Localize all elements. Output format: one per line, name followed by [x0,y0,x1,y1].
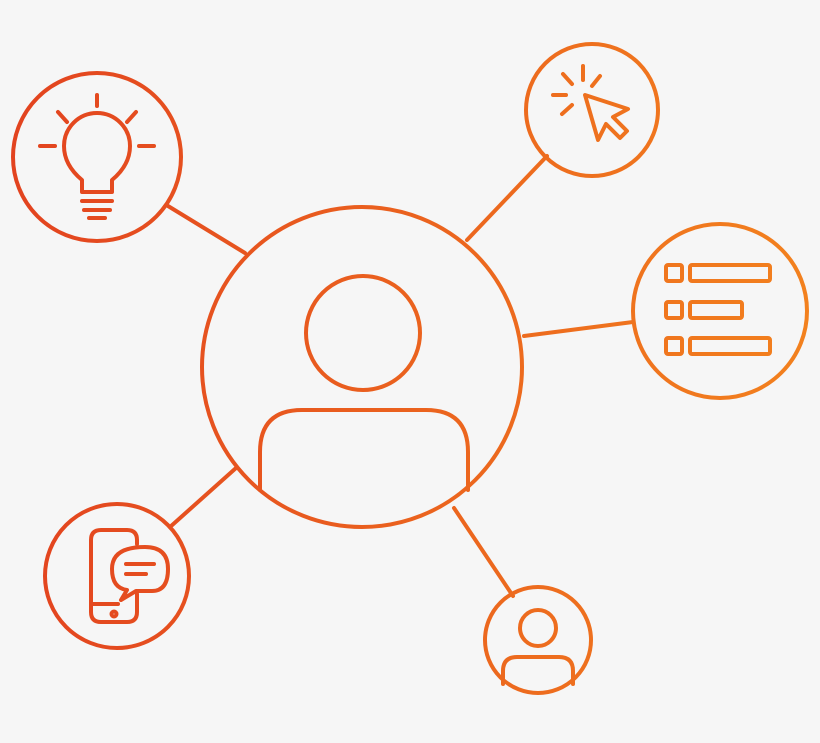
hub-node [200,205,524,529]
node-cursor [524,42,660,178]
connector-checklist [522,320,635,338]
node-checklist [631,222,809,400]
node-phone [43,502,191,650]
node-circle [43,502,191,650]
node-circle [11,71,183,243]
node-user [483,585,593,695]
connector-phone [168,466,238,529]
lightbulb-icon [38,93,156,220]
hub-circle [200,205,524,529]
phone-message-icon [89,528,170,624]
user-avatar-icon [258,274,470,492]
node-circle [631,222,809,400]
connector-cursor [465,154,549,242]
cursor-click-icon [551,64,630,142]
connector-user-small [452,506,515,598]
checklist-icon [664,263,772,356]
node-circle [483,585,593,695]
node-lightbulb [11,71,183,243]
node-circle [524,42,660,178]
connector-lightbulb [166,204,247,255]
user-avatar-icon [501,608,575,686]
